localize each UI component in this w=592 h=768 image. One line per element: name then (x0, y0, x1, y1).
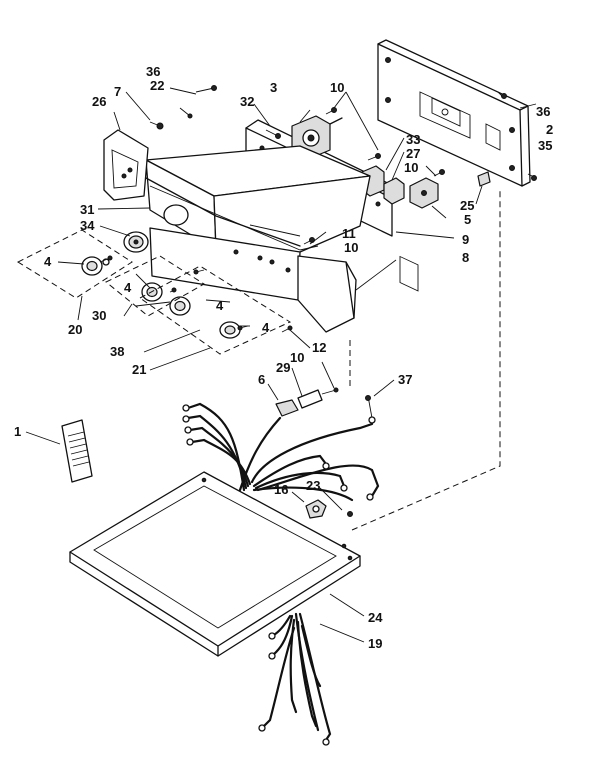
end-cap-right (297, 255, 357, 333)
callout-3: 3 (270, 80, 277, 95)
timer (291, 115, 343, 161)
callout-11: 11 (342, 226, 356, 241)
door-switch (275, 387, 339, 417)
callout-12: 12 (312, 340, 326, 355)
wiring-harness-upper (182, 402, 380, 502)
switch-5 (409, 177, 439, 209)
end-cap-left (103, 129, 149, 201)
callout-7: 7 (114, 84, 121, 99)
callout-24: 24 (368, 610, 383, 625)
callout-26: 26 (92, 94, 106, 109)
wiring-harness-lower (258, 612, 332, 746)
callout-25: 25 (460, 198, 474, 213)
knob-38 (169, 296, 191, 316)
terminal-block (305, 499, 353, 519)
callout-20: 20 (68, 322, 82, 337)
callout-22: 22 (150, 78, 164, 93)
callout-4-c: 4 (216, 298, 224, 313)
callout-10-b: 10 (404, 160, 418, 175)
callout-2: 2 (546, 122, 553, 137)
callout-9: 9 (462, 232, 469, 247)
callout-21: 21 (132, 362, 146, 377)
callout-4-a: 4 (44, 254, 52, 269)
knob-21 (219, 321, 241, 339)
clip-25 (477, 171, 491, 187)
callout-5: 5 (464, 212, 471, 227)
leader-lines (25, 87, 537, 643)
callout-6: 6 (258, 372, 265, 387)
callout-labels: 1 2 3 4 4 4 4 5 6 7 8 9 10 10 10 10 11 1… (14, 64, 553, 651)
top-lid (69, 471, 361, 657)
callout-10-a: 10 (330, 80, 344, 95)
switch-27 (383, 177, 405, 205)
callout-16: 16 (274, 482, 288, 497)
callout-10-d: 10 (290, 350, 304, 365)
callout-34: 34 (80, 218, 95, 233)
callout-1: 1 (14, 424, 21, 439)
callout-27: 27 (406, 146, 420, 161)
callout-32: 32 (240, 94, 254, 109)
callout-4-b: 4 (124, 280, 132, 295)
callout-35: 35 (538, 138, 552, 153)
callout-19: 19 (368, 636, 382, 651)
callout-37: 37 (398, 372, 412, 387)
callout-4-d: 4 (262, 320, 270, 335)
callout-10-c: 10 (344, 240, 358, 255)
callout-38: 38 (110, 344, 124, 359)
knob-34 (123, 231, 149, 253)
rear-panel (377, 39, 531, 292)
callout-30: 30 (92, 308, 106, 323)
callout-8: 8 (462, 250, 469, 265)
callout-31: 31 (80, 202, 94, 217)
screws (99, 85, 537, 333)
clip-37 (365, 395, 376, 424)
callout-33: 33 (406, 132, 420, 147)
console (145, 145, 371, 253)
callout-29: 29 (276, 360, 290, 375)
knob-20 (81, 256, 110, 276)
installation-card (61, 419, 93, 483)
callout-36-b: 36 (536, 104, 550, 119)
callout-23: 23 (306, 478, 320, 493)
callout-36-a: 36 (146, 64, 160, 79)
